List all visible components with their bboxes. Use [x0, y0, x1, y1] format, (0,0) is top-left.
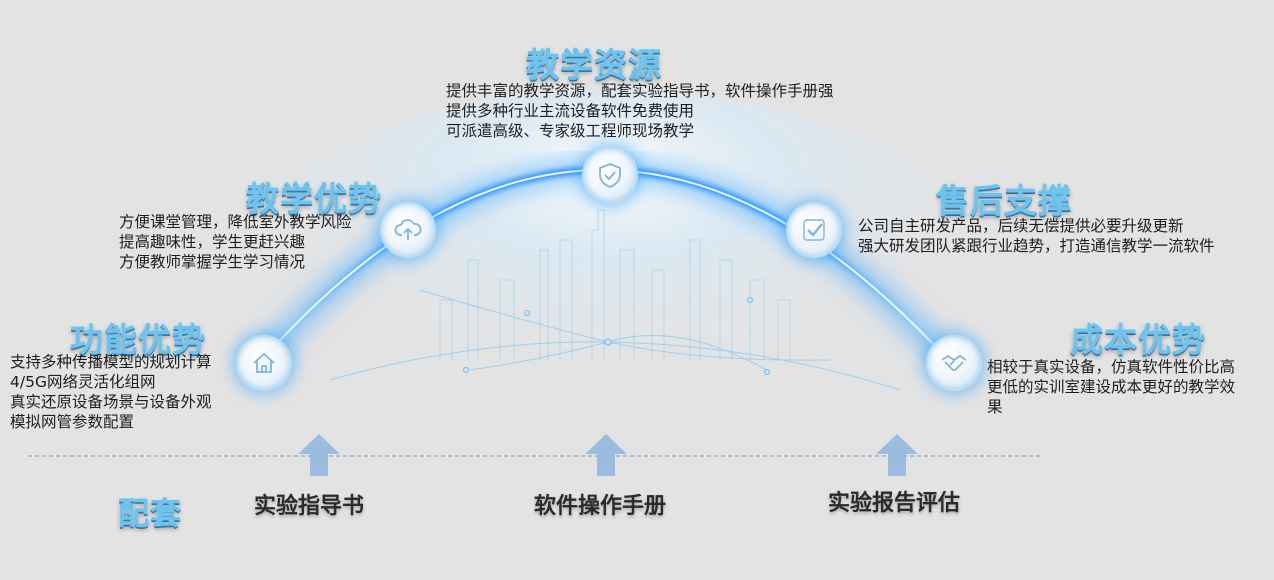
desc-line: 提高趣味性，学生更赶兴趣	[119, 233, 306, 251]
support-item-manual: 软件操作手册	[534, 494, 667, 519]
up-arrow-icon	[585, 434, 627, 476]
up-arrow-icon	[298, 434, 340, 476]
desc-line: 模拟网管参数配置	[10, 413, 135, 431]
section-title-teaching: 教学优势	[246, 179, 382, 218]
desc-line: 果	[987, 398, 1003, 416]
desc-line: 相较于真实设备，仿真软件性价比高	[987, 358, 1236, 376]
desc-line: 4/5G网络灵活化组网	[10, 373, 156, 391]
section-desc-aftersales: 公司自主研发产品，后续无偿提供必要升级更新 强大研发团队紧跟行业趋势，打造通信教…	[858, 216, 1215, 256]
section-title-aftersales: 售后支撑	[936, 181, 1072, 220]
section-desc-resources: 提供丰富的教学资源，配套实验指导书，软件操作手册强 提供多种行业主流设备软件免费…	[446, 81, 834, 141]
section-desc-cost: 相较于真实设备，仿真软件性价比高 更低的实训室建设成本更好的教学效 果	[987, 357, 1235, 417]
city-skyline	[439, 209, 791, 360]
section-title-function: 功能优势	[70, 320, 206, 359]
desc-line: 方便教师掌握学生学习情况	[119, 253, 306, 271]
up-arrow-icon	[876, 434, 918, 476]
desc-line: 强大研发团队紧跟行业趋势，打造通信教学一流软件	[858, 237, 1215, 255]
desc-line: 公司自主研发产品，后续无偿提供必要升级更新	[858, 217, 1184, 235]
support-heading: 配套	[118, 496, 182, 532]
desc-line: 真实还原设备场景与设备外观	[10, 393, 212, 411]
support-item-report: 实验报告评估	[828, 491, 961, 516]
section-title-cost: 成本优势	[1070, 320, 1206, 359]
desc-line: 可派遣高级、专家级工程师现场教学	[446, 122, 695, 140]
support-item-guide: 实验指导书	[254, 494, 365, 519]
handshake-icon	[926, 335, 982, 391]
shield-check-icon	[582, 147, 638, 203]
section-desc-function: 支持多种传播模型的规划计算 4/5G网络灵活化组网 真实还原设备场景与设备外观 …	[10, 352, 212, 432]
home-icon	[236, 335, 292, 391]
section-desc-teaching: 方便课堂管理，降低室外教学风险 提高趣味性，学生更赶兴趣 方便教师掌握学生学习情…	[119, 212, 352, 272]
desc-line: 提供多种行业主流设备软件免费使用	[446, 102, 695, 120]
section-title-resources: 教学资源	[526, 45, 662, 84]
check-icon	[786, 202, 842, 258]
desc-line: 支持多种传播模型的规划计算	[10, 353, 212, 371]
desc-line: 提供丰富的教学资源，配套实验指导书，软件操作手册强	[446, 82, 834, 100]
desc-line: 方便课堂管理，降低室外教学风险	[119, 213, 352, 231]
cloud-upload-icon	[380, 202, 436, 258]
desc-line: 更低的实训室建设成本更好的教学效	[987, 378, 1236, 396]
